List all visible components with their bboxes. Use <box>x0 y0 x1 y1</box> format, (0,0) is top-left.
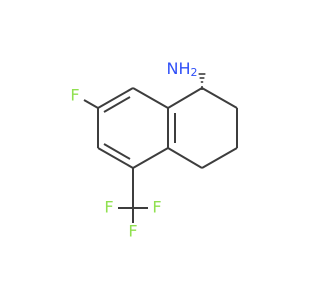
fluoro-label: F <box>70 86 79 105</box>
bond <box>103 96 131 113</box>
bond <box>97 147 134 169</box>
cf3-fluorine-right: F <box>152 198 161 217</box>
bond <box>201 147 238 169</box>
amine-subscript: 2 <box>191 66 198 79</box>
bond <box>167 147 203 169</box>
amine-text: NH <box>167 59 191 78</box>
bond <box>103 143 131 160</box>
bond-to-fluoro <box>83 99 99 109</box>
cf3-fluorine-bottom: F <box>128 222 137 241</box>
bond <box>167 87 203 109</box>
amine-label: NH2 <box>167 59 198 80</box>
cf3-fluorine-left: F <box>104 198 113 217</box>
hashed-wedge-bond <box>198 73 206 90</box>
molecule-structure: NH2 F F F F <box>70 59 238 241</box>
bond <box>201 87 238 109</box>
bond-layer <box>83 73 238 223</box>
bond <box>97 87 134 109</box>
bond <box>132 147 169 169</box>
bond <box>132 87 169 109</box>
